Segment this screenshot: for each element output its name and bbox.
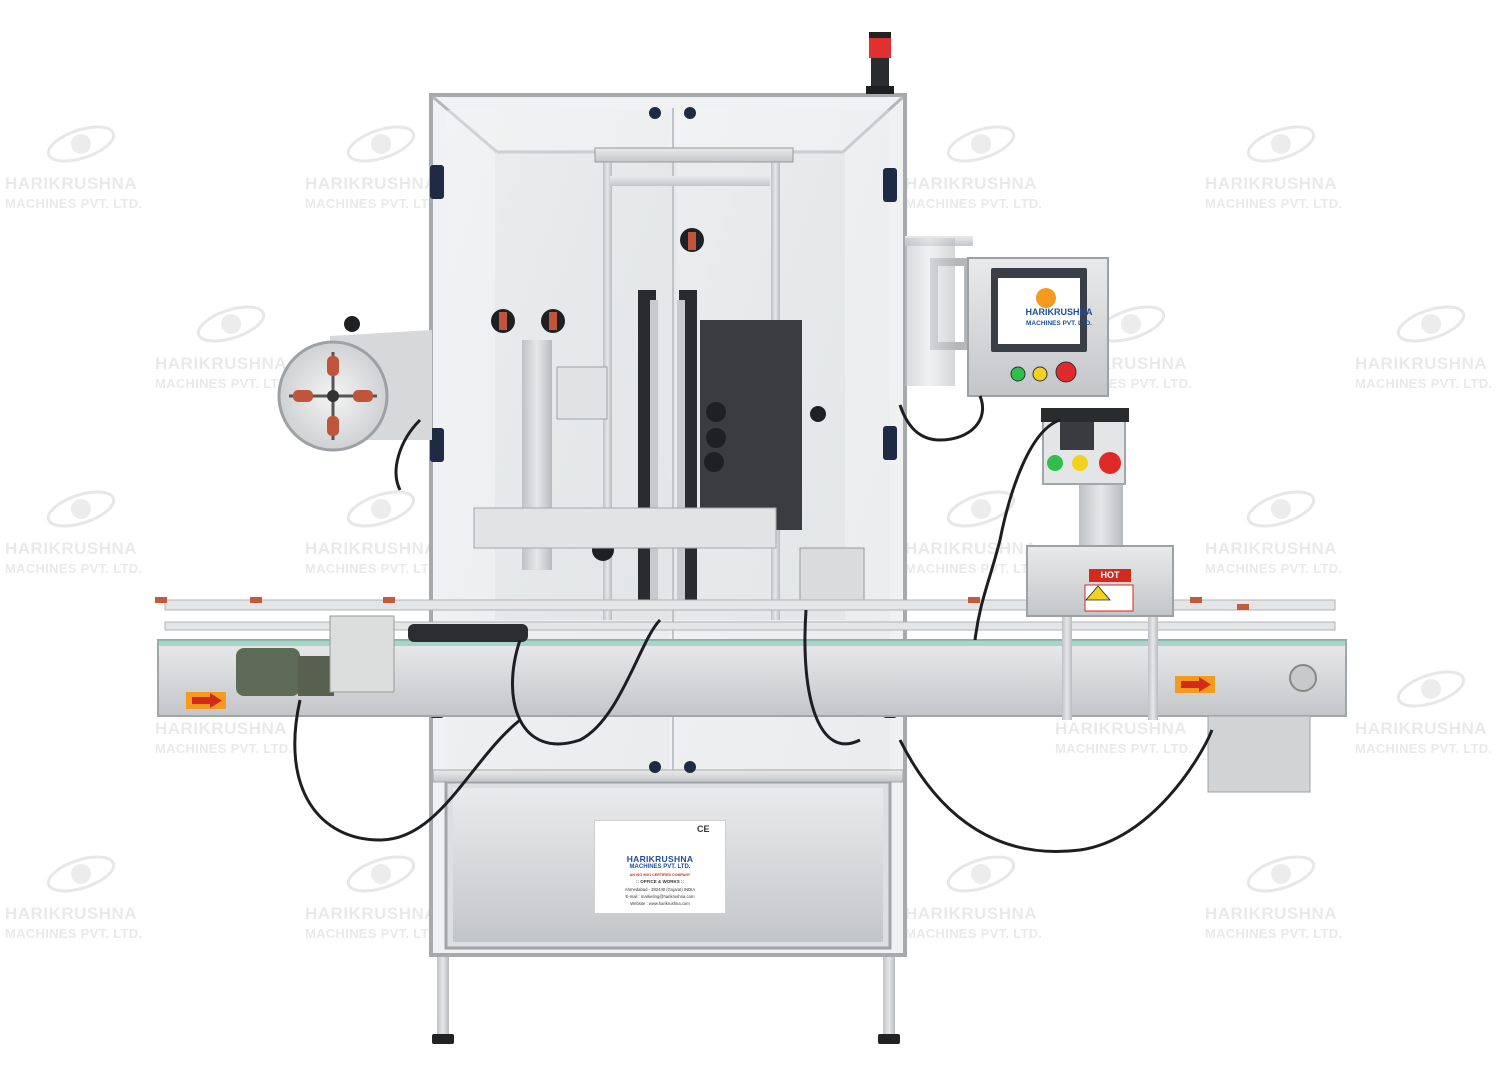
watermark: HARIKRUSHNA MACHINES PVT. LTD. <box>5 485 175 595</box>
watermark-line1: HARIKRUSHNA <box>905 174 1038 193</box>
watermark-logo-icon <box>196 305 266 343</box>
watermark-logo-icon <box>1396 670 1466 708</box>
watermark-line2: MACHINES PVT. LTD. <box>155 741 293 756</box>
conveyor <box>155 597 1347 793</box>
watermark-line2: MACHINES PVT. LTD. <box>1205 926 1343 941</box>
watermark-line2: MACHINES PVT. LTD. <box>1355 741 1493 756</box>
watermark-line1: HARIKRUSHNA <box>905 904 1038 923</box>
watermark-line2: MACHINES PVT. LTD. <box>1055 741 1193 756</box>
watermark-line1: HARIKRUSHNA <box>1205 539 1338 558</box>
hmi-brand-text: HARIKRUSHNA <box>1025 307 1093 317</box>
nameplate-subtitle: MACHINES PVT. LTD. <box>629 864 691 870</box>
watermark-line2: MACHINES PVT. LTD. <box>305 196 443 211</box>
watermark-line2: MACHINES PVT. LTD. <box>905 196 1043 211</box>
watermark: HARIKRUSHNA MACHINES PVT. LTD. <box>905 485 1075 595</box>
watermark: HARIKRUSHNA MACHINES PVT. LTD. <box>905 120 1075 230</box>
watermark: HARIKRUSHNA MACHINES PVT. LTD. <box>305 120 475 230</box>
watermark-line2: MACHINES PVT. LTD. <box>905 561 1043 576</box>
nameplate-iso: AN ISO 9001 CERTIFIED COMPANY <box>629 873 691 877</box>
watermark: HARIKRUSHNA MACHINES PVT. LTD. <box>305 485 475 595</box>
watermark-line1: HARIKRUSHNA <box>305 174 438 193</box>
watermark-line2: MACHINES PVT. LTD. <box>5 196 143 211</box>
watermark-line1: HARIKRUSHNA <box>5 539 138 558</box>
watermark: HARIKRUSHNA MACHINES PVT. LTD. <box>1205 850 1375 960</box>
watermark-logo-icon <box>346 490 416 528</box>
watermark-line2: MACHINES PVT. LTD. <box>5 926 143 941</box>
watermark-line2: MACHINES PVT. LTD. <box>155 376 293 391</box>
watermark: HARIKRUSHNA MACHINES PVT. LTD. <box>905 850 1075 960</box>
watermark-logo-icon <box>346 855 416 893</box>
tower-beacon <box>866 32 894 94</box>
watermark-line1: HARIKRUSHNA <box>1205 174 1338 193</box>
watermark-line1: HARIKRUSHNA <box>1055 719 1188 738</box>
watermark-line2: MACHINES PVT. LTD. <box>1205 196 1343 211</box>
watermark-line1: HARIKRUSHNA <box>1205 904 1338 923</box>
hmi-arm <box>905 236 973 386</box>
nameplate-website: Website : www.harikrushna.com <box>630 901 690 906</box>
watermark-line1: HARIKRUSHNA <box>305 904 438 923</box>
watermark-line1: HARIKRUSHNA <box>305 539 438 558</box>
watermark: HARIKRUSHNA MACHINES PVT. LTD. <box>1205 120 1375 230</box>
nameplate-office-heading: :: OFFICE & WORKS :: <box>636 879 684 884</box>
machine-nameplate: CE HARIKRUSHNA MACHINES PVT. LTD. AN ISO… <box>594 820 726 914</box>
watermark-logo-icon <box>46 490 116 528</box>
watermark-logo-icon <box>346 125 416 163</box>
heater-unit <box>1026 408 1174 617</box>
watermark-line2: MACHINES PVT. LTD. <box>305 561 443 576</box>
watermark-line1: HARIKRUSHNA <box>905 539 1038 558</box>
watermark: HARIKRUSHNA MACHINES PVT. LTD. <box>155 300 325 410</box>
watermark-line2: MACHINES PVT. LTD. <box>305 926 443 941</box>
watermark-logo-icon <box>1396 305 1466 343</box>
hmi-control-panel <box>967 257 1109 397</box>
label-reel <box>277 316 432 452</box>
watermark-line1: HARIKRUSHNA <box>5 904 138 923</box>
watermark-logo-icon <box>1246 490 1316 528</box>
labeling-mechanism <box>473 147 865 620</box>
nameplate-address: Ahmedabad - 382440 (Gujarat) INDIA <box>624 887 696 892</box>
watermark-line2: MACHINES PVT. LTD. <box>1205 561 1343 576</box>
direction-arrow-sign <box>1175 676 1215 693</box>
watermark-line1: HARIKRUSHNA <box>1355 354 1488 373</box>
watermark: HARIKRUSHNA MACHINES PVT. LTD. <box>305 850 475 960</box>
ce-mark: CE <box>697 824 710 834</box>
watermark-line2: MACHINES PVT. LTD. <box>905 926 1043 941</box>
direction-arrow-sign <box>186 692 226 709</box>
watermark-logo-icon <box>46 125 116 163</box>
hot-warning-label: HOT <box>1089 569 1131 582</box>
watermark: HARIKRUSHNA MACHINES PVT. LTD. <box>5 120 175 230</box>
arrow-right-icon <box>192 693 222 708</box>
watermark: HARIKRUSHNA MACHINES PVT. LTD. <box>5 850 175 960</box>
watermark-logo-icon <box>946 855 1016 893</box>
watermark-line1: HARIKRUSHNA <box>155 719 288 738</box>
watermark-line2: MACHINES PVT. LTD. <box>5 561 143 576</box>
watermark-line1: HARIKRUSHNA <box>155 354 288 373</box>
machine-legs <box>432 948 900 1044</box>
hmi-subtitle-text: MACHINES PVT. LTD. <box>1026 320 1092 327</box>
watermark: HARIKRUSHNA MACHINES PVT. LTD. <box>1355 665 1501 775</box>
watermark-logo-icon <box>946 125 1016 163</box>
watermark-logo-icon <box>946 490 1016 528</box>
nameplate-email: E-mail : marketing@harikrushna.com <box>625 894 695 899</box>
nameplate-brand: HARIKRUSHNA <box>626 854 694 864</box>
watermark: HARIKRUSHNA MACHINES PVT. LTD. <box>1205 485 1375 595</box>
cables <box>293 395 1214 853</box>
watermark-logo-icon <box>1246 855 1316 893</box>
watermark-line1: HARIKRUSHNA <box>5 174 138 193</box>
watermark-logo-icon <box>46 855 116 893</box>
watermark: HARIKRUSHNA MACHINES PVT. LTD. <box>1355 300 1501 410</box>
watermark-line2: MACHINES PVT. LTD. <box>1355 376 1493 391</box>
arrow-right-icon <box>1181 677 1211 692</box>
watermark-line1: HARIKRUSHNA <box>1355 719 1488 738</box>
watermark-logo-icon <box>1246 125 1316 163</box>
